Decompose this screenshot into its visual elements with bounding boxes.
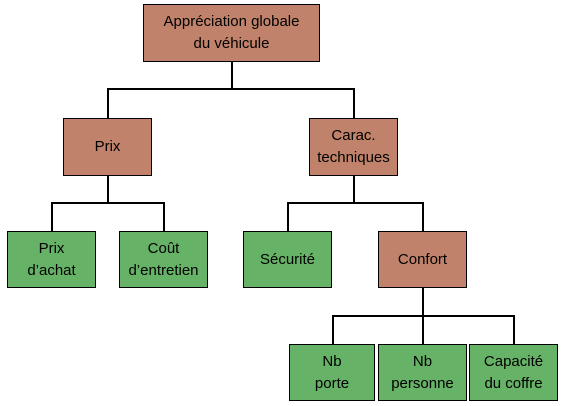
node-label: Nb porte — [314, 352, 350, 392]
connector-line — [51, 202, 53, 231]
node-label: Prix d’achat — [27, 239, 76, 279]
connector-line — [51, 202, 165, 204]
connector-line — [332, 315, 334, 344]
connector-line — [231, 62, 233, 89]
connector-line — [107, 88, 355, 90]
connector-line — [107, 88, 109, 118]
node-appreciation-globale: Appréciation globale du véhicule — [143, 4, 320, 62]
connector-line — [513, 315, 515, 344]
node-label: Carac. techniques — [317, 127, 390, 166]
connector-line — [287, 202, 424, 204]
node-prix-achat: Prix d’achat — [7, 231, 96, 288]
node-label: Confort — [397, 250, 448, 268]
node-label: Sécurité — [259, 250, 316, 268]
node-securite: Sécurité — [243, 231, 332, 288]
node-label: Prix — [94, 138, 121, 155]
connector-line — [353, 176, 355, 203]
node-label: Coût d’entretien — [128, 239, 199, 279]
connector-line — [163, 202, 165, 231]
node-nb-personne: Nb personne — [378, 344, 467, 401]
node-confort: Confort — [378, 231, 467, 288]
connector-line — [107, 176, 109, 203]
node-carac-techniques: Carac. techniques — [309, 118, 398, 176]
node-capacite-coffre: Capacité du coffre — [469, 344, 558, 401]
connector-line — [422, 202, 424, 231]
node-label: Appréciation globale du véhicule — [163, 13, 300, 52]
node-label: Capacité du coffre — [483, 352, 544, 392]
connector-line — [353, 88, 355, 118]
connector-line — [287, 202, 289, 231]
node-cout-entretien: Coût d’entretien — [119, 231, 208, 288]
connector-line — [422, 288, 424, 316]
node-nb-porte: Nb porte — [289, 344, 375, 401]
node-label: Nb personne — [391, 352, 454, 392]
node-prix: Prix — [63, 118, 152, 176]
connector-line — [422, 315, 424, 344]
